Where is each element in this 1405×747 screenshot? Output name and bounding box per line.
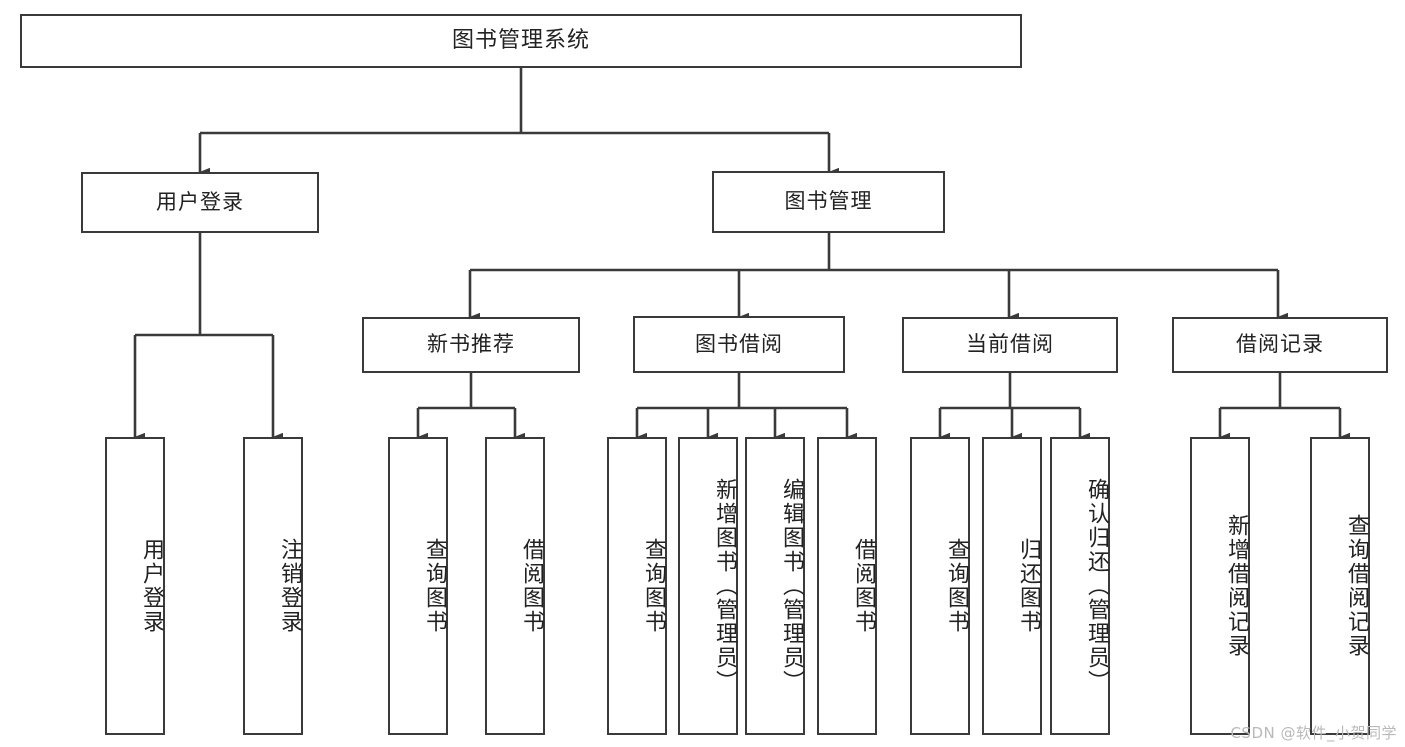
watermark: CSDN @软件_小贺同学 xyxy=(1230,724,1397,742)
node-leaf-borrow-book-2-label: 借阅图书 xyxy=(851,538,876,634)
node-leaf-borrow-book-2[interactable]: 借阅图书 xyxy=(817,437,877,735)
node-leaf-add-book[interactable]: 新增图书（管理员） xyxy=(678,437,738,735)
node-current-borrow[interactable]: 当前借阅 xyxy=(902,317,1118,373)
node-current-borrow-label: 当前借阅 xyxy=(966,332,1054,357)
node-leaf-query-book-2[interactable]: 查询图书 xyxy=(607,437,667,735)
node-leaf-query-book-1-label: 查询图书 xyxy=(422,538,447,634)
node-leaf-return-book[interactable]: 归还图书 xyxy=(982,437,1042,735)
node-root[interactable]: 图书管理系统 xyxy=(20,14,1022,68)
node-leaf-confirm-return-label: 确认归还（管理员） xyxy=(1084,478,1109,694)
node-leaf-add-record[interactable]: 新增借阅记录 xyxy=(1190,437,1250,735)
node-book-borrow[interactable]: 图书借阅 xyxy=(633,316,845,373)
node-leaf-confirm-return[interactable]: 确认归还（管理员） xyxy=(1050,437,1110,735)
node-leaf-query-record-label: 查询借阅记录 xyxy=(1344,514,1369,658)
node-leaf-user-login-label: 用户登录 xyxy=(139,538,164,634)
node-leaf-logout-label: 注销登录 xyxy=(277,538,302,634)
node-leaf-query-book-3[interactable]: 查询图书 xyxy=(910,437,970,735)
node-leaf-query-book-3-label: 查询图书 xyxy=(944,538,969,634)
node-user-login-label: 用户登录 xyxy=(156,189,244,214)
node-new-book-recommend[interactable]: 新书推荐 xyxy=(362,317,580,373)
node-borrow-record[interactable]: 借阅记录 xyxy=(1172,317,1388,373)
node-new-book-recommend-label: 新书推荐 xyxy=(427,332,515,357)
node-book-borrow-label: 图书借阅 xyxy=(695,331,783,356)
node-leaf-edit-book[interactable]: 编辑图书（管理员） xyxy=(745,437,805,735)
node-leaf-add-book-label: 新增图书（管理员） xyxy=(712,478,737,694)
node-leaf-query-book-2-label: 查询图书 xyxy=(641,538,666,634)
node-leaf-query-book-1[interactable]: 查询图书 xyxy=(388,437,448,735)
node-leaf-user-login[interactable]: 用户登录 xyxy=(105,437,165,735)
node-leaf-edit-book-label: 编辑图书（管理员） xyxy=(779,478,804,694)
node-borrow-record-label: 借阅记录 xyxy=(1236,332,1324,357)
node-leaf-return-book-label: 归还图书 xyxy=(1016,538,1041,634)
node-leaf-add-record-label: 新增借阅记录 xyxy=(1224,514,1249,658)
node-leaf-borrow-book-1[interactable]: 借阅图书 xyxy=(485,437,545,735)
node-leaf-logout[interactable]: 注销登录 xyxy=(243,437,303,735)
node-root-label: 图书管理系统 xyxy=(451,27,590,53)
node-book-manage-label: 图书管理 xyxy=(784,189,873,214)
node-book-manage[interactable]: 图书管理 xyxy=(712,171,945,233)
node-leaf-borrow-book-1-label: 借阅图书 xyxy=(519,538,544,634)
node-leaf-query-record[interactable]: 查询借阅记录 xyxy=(1310,437,1370,735)
node-user-login[interactable]: 用户登录 xyxy=(81,172,319,233)
